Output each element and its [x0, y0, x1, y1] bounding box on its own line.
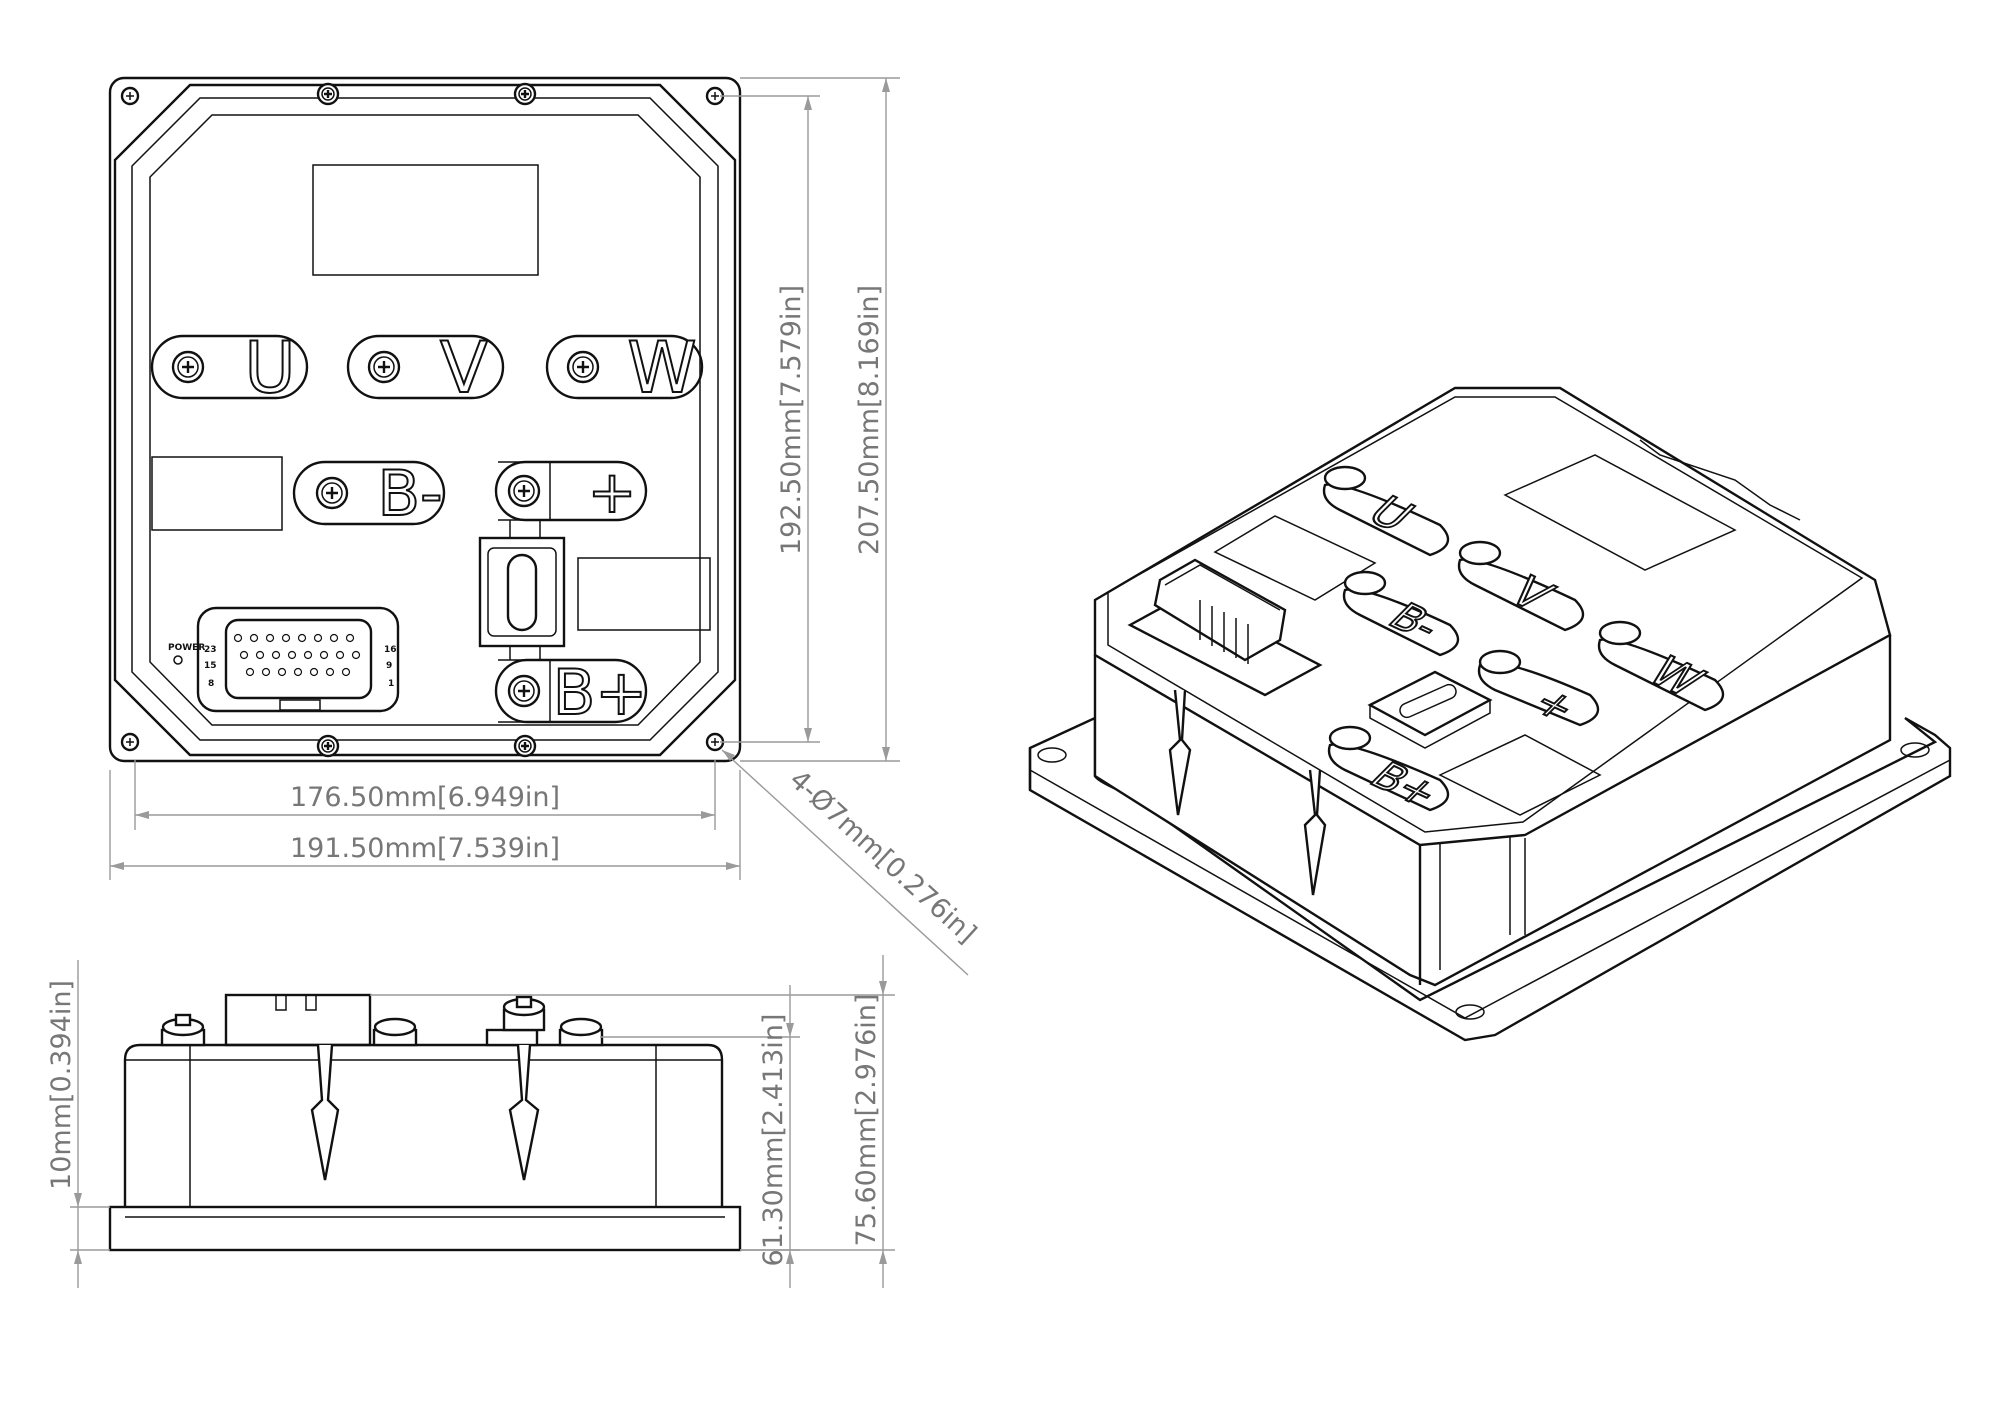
lid-screw-icon [513, 82, 537, 106]
connector-pin-icon [265, 633, 275, 643]
terminal-screw-icon [507, 474, 541, 508]
connector-pin-icon [313, 633, 323, 643]
connector-pin-icon [233, 633, 243, 643]
power-led-icon [173, 655, 183, 665]
cable-gland [508, 1044, 540, 1181]
iso-label-area [1503, 454, 1737, 571]
side-view [108, 993, 742, 1252]
side-connector [224, 993, 372, 1047]
total-height-dimension: 75.60mm[2.976in] [851, 994, 882, 1247]
terminal-screw-icon [171, 350, 205, 384]
mounting-hole-icon [120, 732, 140, 752]
iso-view: U V W B- + B+ [1028, 386, 1952, 1042]
connector-pin-icon [335, 650, 345, 660]
pin-23-label: 23 [204, 645, 217, 655]
base-thickness-dimension: 10mm[0.394in] [46, 980, 77, 1190]
pin-15-label: 15 [204, 661, 217, 671]
label-area [151, 456, 283, 531]
height-inner-dimension: 192.50mm[7.579in] [776, 285, 807, 555]
width-inner-dimension: 176.50mm[6.949in] [290, 782, 560, 813]
connector-pin-icon [341, 667, 351, 677]
iso-label-area [1438, 734, 1602, 816]
terminal-screw-icon [566, 350, 600, 384]
front-view: U V W B- + [108, 76, 742, 763]
body-inner-edge [131, 97, 719, 741]
terminal-screw-icon [315, 476, 349, 510]
terminal-b-plus-label: B+ [553, 656, 647, 729]
connector-pin-icon [287, 650, 297, 660]
lid-screw-icon [513, 734, 537, 758]
iso-label-area [1213, 515, 1377, 601]
terminal-plus-label: + [588, 458, 637, 526]
connector-pin-icon [281, 633, 291, 643]
side-terminal [558, 1017, 604, 1047]
terminal-screw-icon [367, 350, 401, 384]
connector-pin-icon [245, 667, 255, 677]
iso-cable-gland [1303, 769, 1327, 896]
terminal-u-label: U [244, 327, 295, 409]
terminal-v: V [346, 326, 505, 410]
connector-pin-icon [351, 650, 361, 660]
side-body [123, 1043, 724, 1207]
signal-connector: POWER 23 15 8 16 9 1 [168, 606, 400, 713]
connector-pin-icon [297, 633, 307, 643]
terminal-u: U [150, 326, 309, 410]
height-outer-dimension: 207.50mm[8.169in] [854, 285, 885, 555]
label-area [577, 557, 711, 631]
cable-gland [310, 1044, 340, 1181]
terminal-w: W [545, 326, 704, 410]
connector-pin-icon [309, 667, 319, 677]
terminal-b-minus: B- [292, 456, 446, 531]
side-terminal [372, 1017, 418, 1047]
connector-pin-icon [249, 633, 259, 643]
iso-fuse-holder [1367, 670, 1493, 749]
iso-top-face [1093, 386, 1892, 847]
hole-callout: 4-Ø7mm[0.276in] [783, 764, 982, 949]
pin-9-label: 9 [386, 661, 392, 671]
terminal-b-minus-label: B- [378, 457, 443, 530]
lid-screw-icon [316, 82, 340, 106]
terminal-plus: + [494, 457, 648, 527]
pin-8-label: 8 [208, 679, 214, 689]
terminal-w-label: W [627, 327, 696, 409]
side-terminal [160, 1013, 206, 1047]
connector-pin-icon [239, 650, 249, 660]
base-plate-outline [108, 76, 742, 763]
connector-pin-icon [277, 667, 287, 677]
connector-pin-icon [303, 650, 313, 660]
iso-terminal-u: U [1322, 465, 1450, 557]
top-face-outline [149, 114, 701, 726]
pin-16-label: 16 [384, 645, 397, 655]
connector-pin-icon [255, 650, 265, 660]
connector-pin-icon [271, 650, 281, 660]
side-dimensions: 10mm[0.394in] 61.30mm[2.413in] 75.60mm[2… [46, 955, 895, 1288]
side-base-plate [108, 1205, 742, 1252]
iso-signal-connector [1127, 558, 1323, 697]
fuse-holder [478, 520, 566, 660]
lid-screw-icon [316, 734, 340, 758]
width-outer-dimension: 191.50mm[7.539in] [290, 833, 560, 864]
iso-cable-gland [1168, 689, 1192, 816]
terminal-screw-icon [507, 674, 541, 708]
body-height-dimension: 61.30mm[2.413in] [758, 1014, 789, 1267]
connector-pin-icon [293, 667, 303, 677]
connector-pin-icon [325, 667, 335, 677]
side-terminal [485, 995, 546, 1047]
front-dimensions: 176.50mm[6.949in] 191.50mm[7.539in] 192.… [109, 77, 982, 976]
connector-pin-icon [261, 667, 271, 677]
connector-pin-icon [319, 650, 329, 660]
label-area [312, 164, 539, 276]
terminal-b-plus: B+ [494, 655, 648, 730]
mounting-hole-icon [120, 86, 140, 106]
terminal-v-label: V [440, 327, 488, 409]
power-label: POWER [168, 643, 205, 653]
connector-pin-icon [329, 633, 339, 643]
body-outline [113, 83, 737, 757]
iso-terminal-plus: + [1477, 649, 1600, 730]
connector-pin-icon [345, 633, 355, 643]
pin-1-label: 1 [388, 679, 394, 689]
